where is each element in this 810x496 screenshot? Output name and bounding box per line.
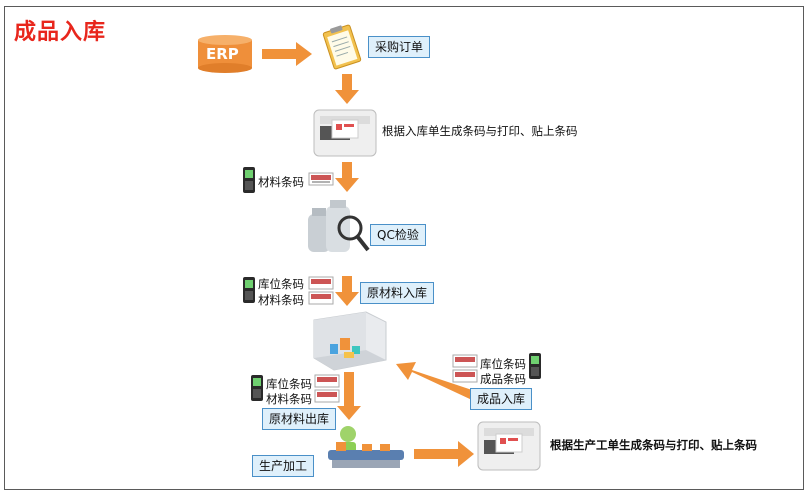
production-line-icon — [328, 426, 404, 468]
print-receipt-text: 根据入库单生成条码与打印、贴上条码 — [382, 124, 578, 138]
label-printer-icon — [313, 109, 377, 157]
barcode-label-icon — [308, 276, 334, 305]
arrow-finished-to-warehouse — [396, 362, 478, 400]
clipboard-icon — [322, 24, 362, 70]
qc-inspection-icon — [308, 200, 370, 252]
location-barcode-3: 库位条码 — [480, 357, 526, 371]
barcode-scanner-icon — [529, 353, 541, 379]
qc-label: QC检验 — [370, 224, 426, 246]
arrow-warehouse-to-production — [337, 372, 361, 420]
location-barcode-1: 库位条码 — [258, 277, 304, 291]
arrow-qc-to-warehouse — [335, 276, 359, 306]
barcode-scanner-icon — [243, 167, 255, 193]
product-barcode: 成品条码 — [480, 372, 526, 386]
location-barcode-2: 库位条码 — [266, 377, 312, 391]
material-barcode-2: 材料条码 — [258, 293, 304, 307]
arrow-order-to-printer — [335, 74, 359, 104]
material-barcode-3: 材料条码 — [266, 392, 312, 406]
warehouse-icon — [313, 311, 387, 371]
label-printer-icon — [477, 421, 541, 471]
purchase-order-label: 采购订单 — [368, 36, 431, 58]
barcode-label-icon — [308, 172, 334, 186]
database-icon — [198, 35, 252, 73]
barcode-scanner-icon — [243, 277, 255, 303]
arrow-printer-to-qc — [335, 162, 359, 192]
barcode-scanner-icon — [251, 375, 263, 401]
material-barcode-1: 材料条码 — [258, 175, 304, 189]
page-title: 成品入库 — [14, 20, 107, 45]
raw-material-out-label: 原材料出库 — [262, 408, 337, 430]
barcode-label-icon — [452, 354, 478, 383]
raw-material-in-label: 原材料入库 — [360, 282, 435, 304]
print-production-text: 根据生产工单生成条码与打印、贴上条码 — [550, 438, 757, 452]
finished-in-label: 成品入库 — [470, 388, 533, 410]
diagram-frame — [4, 6, 804, 490]
arrow-production-to-printer2 — [414, 441, 474, 467]
arrow-erp-to-order — [262, 42, 312, 66]
erp-label: ERP — [206, 45, 239, 63]
barcode-label-icon — [314, 374, 340, 403]
production-label: 生产加工 — [252, 455, 315, 477]
